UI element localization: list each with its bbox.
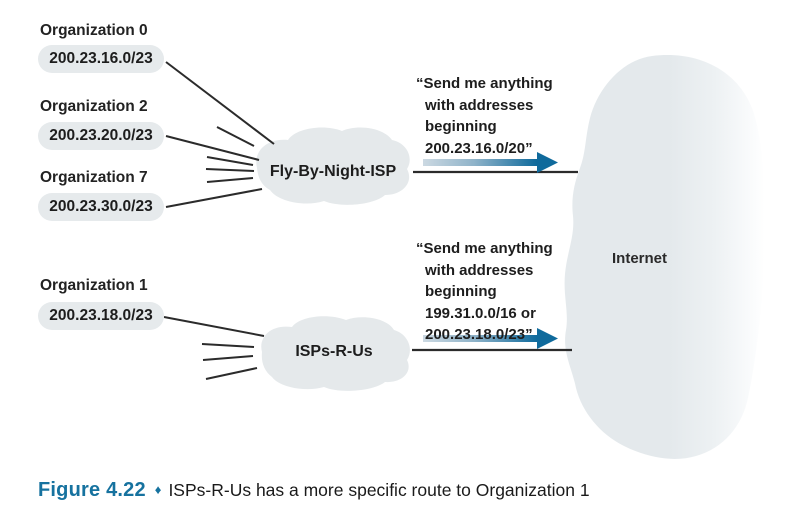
- figure-caption: Figure 4.22 ♦ ISPs-R-Us has a more specifi…: [38, 479, 590, 502]
- internet-label: Internet: [612, 250, 668, 267]
- org0-label: Organization 0: [40, 22, 148, 39]
- caption-figure-number: Figure 4.22: [38, 479, 146, 501]
- isps-r-us-advert-text: “Send me anything with addresses beginni…: [416, 240, 553, 343]
- isps-r-us-advert-arrow: [423, 328, 558, 349]
- org7-label: Organization 7: [40, 169, 148, 186]
- caption-text: ISPs-R-Us has a more specific route to O…: [168, 480, 590, 500]
- isps-r-us-label: ISPs-R-Us: [295, 343, 373, 360]
- isps-r-us-access-links: [163, 316, 265, 380]
- org0-prefix-pill: 200.23.16.0/23: [38, 45, 164, 73]
- org2-label: Organization 2: [40, 98, 148, 115]
- org2-prefix: 200.23.20.0/23: [49, 127, 153, 144]
- internet-cloud: [564, 55, 765, 459]
- caption-diamond-icon: ♦: [154, 482, 162, 497]
- fly-by-night-advert-text: “Send me anything with addresses beginni…: [416, 75, 553, 157]
- org2-prefix-pill: 200.23.20.0/23: [38, 122, 164, 150]
- org0-prefix: 200.23.16.0/23: [49, 50, 153, 67]
- fly-by-night-access-links: [165, 61, 275, 208]
- fly-by-night-isp-cloud: [256, 127, 410, 205]
- org1-prefix: 200.23.18.0/23: [49, 307, 153, 324]
- org7-prefix: 200.23.30.0/23: [49, 198, 153, 215]
- isps-r-us-cloud: [261, 316, 410, 391]
- org1-prefix-pill: 200.23.18.0/23: [38, 302, 164, 330]
- org7-prefix-pill: 200.23.30.0/23: [38, 193, 164, 221]
- fly-by-night-advert-arrow: [423, 152, 558, 173]
- org1-label: Organization 1: [40, 277, 148, 294]
- fly-by-night-isp-label: Fly-By-Night-ISP: [269, 163, 397, 180]
